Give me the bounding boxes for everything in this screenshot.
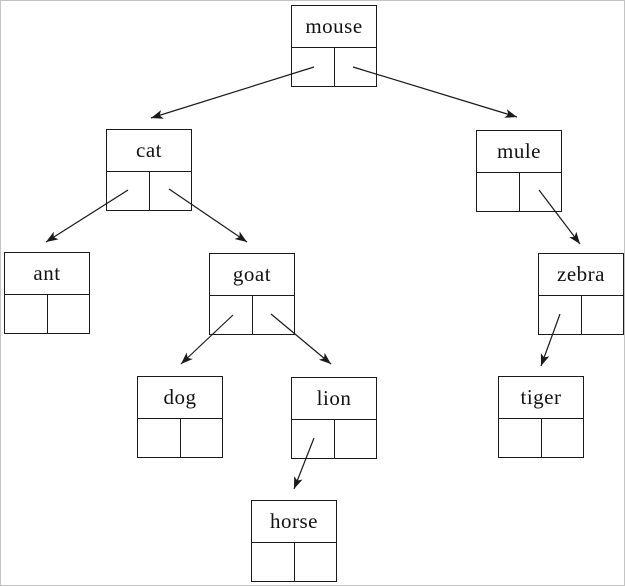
right-pointer-cell xyxy=(582,296,624,334)
tree-node-dog: dog xyxy=(137,376,223,458)
left-pointer-cell xyxy=(499,419,542,457)
left-pointer-cell xyxy=(138,419,181,457)
pointer-cells xyxy=(210,296,294,334)
right-pointer-cell xyxy=(335,420,377,458)
tree-node-goat: goat xyxy=(209,253,295,335)
right-pointer-cell xyxy=(48,295,90,333)
pointer-cells xyxy=(499,419,583,457)
tree-node-horse: horse xyxy=(251,500,337,582)
tree-node-lion: lion xyxy=(291,377,377,459)
right-pointer-cell xyxy=(335,48,377,86)
tree-node-mule: mule xyxy=(476,130,562,212)
right-pointer-cell xyxy=(520,173,562,211)
pointer-cells xyxy=(252,543,336,581)
left-pointer-cell xyxy=(5,295,48,333)
right-pointer-cell xyxy=(253,296,295,334)
tree-node-tiger: tiger xyxy=(498,376,584,458)
pointer-cells xyxy=(292,420,376,458)
left-pointer-cell xyxy=(210,296,253,334)
pointer-cells xyxy=(107,172,191,210)
node-label: mule xyxy=(477,131,561,173)
node-label: zebra xyxy=(539,254,623,296)
pointer-cells xyxy=(539,296,623,334)
node-label: goat xyxy=(210,254,294,296)
edge-mouse-left-to-cat xyxy=(150,66,315,119)
node-label: lion xyxy=(292,378,376,420)
left-pointer-cell xyxy=(477,173,520,211)
right-pointer-cell xyxy=(295,543,337,581)
right-pointer-cell xyxy=(542,419,584,457)
left-pointer-cell xyxy=(292,420,335,458)
pointer-cells xyxy=(292,48,376,86)
right-pointer-cell xyxy=(181,419,223,457)
pointer-cells xyxy=(5,295,89,333)
node-label: cat xyxy=(107,130,191,172)
edge-mouse-right-to-mule xyxy=(352,66,518,118)
node-label: horse xyxy=(252,501,336,543)
pointer-cells xyxy=(477,173,561,211)
tree-node-cat: cat xyxy=(106,129,192,211)
node-label: tiger xyxy=(499,377,583,419)
left-pointer-cell xyxy=(292,48,335,86)
left-pointer-cell xyxy=(252,543,295,581)
left-pointer-cell xyxy=(539,296,582,334)
node-label: mouse xyxy=(292,6,376,48)
node-label: ant xyxy=(5,253,89,295)
tree-node-mouse: mouse xyxy=(291,5,377,87)
tree-node-zebra: zebra xyxy=(538,253,624,335)
node-label: dog xyxy=(138,377,222,419)
pointer-cells xyxy=(138,419,222,457)
right-pointer-cell xyxy=(150,172,192,210)
tree-node-ant: ant xyxy=(4,252,90,334)
left-pointer-cell xyxy=(107,172,150,210)
